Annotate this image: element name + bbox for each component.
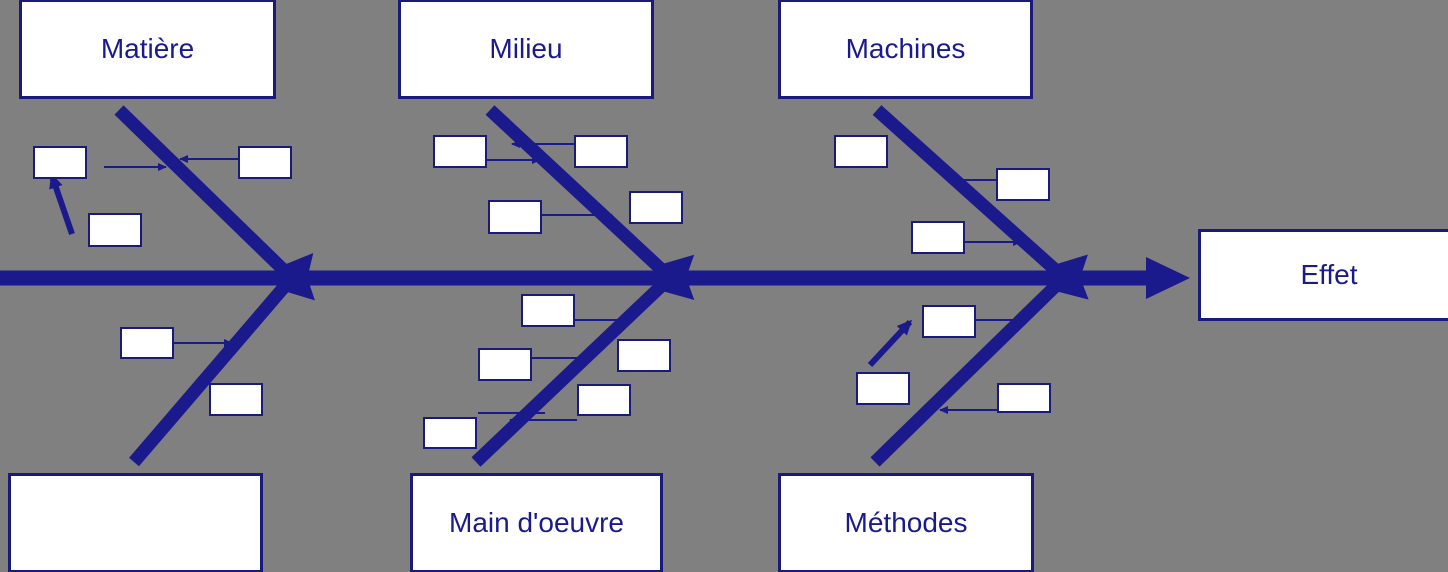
cause-2[interactable]	[238, 146, 292, 179]
branch-lines	[114, 105, 1089, 467]
cause-20[interactable]	[997, 383, 1051, 413]
cause-7[interactable]	[629, 191, 683, 224]
branch-milieu	[485, 105, 695, 301]
branch-main-doeuvre	[471, 254, 695, 467]
category-box-milieu[interactable]: Milieu	[398, 0, 654, 99]
conn-15	[867, 319, 913, 368]
category-box-main-doeuvre[interactable]: Main d'oeuvre	[410, 473, 663, 572]
cause-17[interactable]	[423, 417, 477, 449]
branch-matiere	[114, 105, 315, 301]
cause-5[interactable]	[574, 135, 628, 168]
cause-4[interactable]	[433, 135, 487, 168]
cause-13[interactable]	[521, 294, 575, 327]
category-label-main-doeuvre: Main d'oeuvre	[449, 507, 624, 538]
category-label-machines: Machines	[845, 33, 966, 64]
conn-3	[49, 173, 75, 235]
connector-lines	[49, 140, 1025, 424]
category-label-milieu: Milieu	[489, 33, 563, 64]
cause-12[interactable]	[209, 383, 263, 416]
branch-methodes	[870, 254, 1088, 467]
effect-label: Effet	[1300, 259, 1358, 290]
cause-14[interactable]	[478, 348, 532, 381]
cause-10[interactable]	[911, 221, 965, 254]
cause-9[interactable]	[996, 168, 1050, 201]
cause-6[interactable]	[488, 200, 542, 234]
cause-3[interactable]	[88, 213, 142, 247]
category-box-matiere[interactable]: Matière	[19, 0, 276, 99]
cause-16[interactable]	[577, 384, 631, 416]
category-label-matiere: Matière	[100, 33, 195, 64]
cause-19[interactable]	[856, 372, 910, 405]
cause-18[interactable]	[922, 305, 976, 338]
cause-8[interactable]	[834, 135, 888, 168]
effect-box[interactable]: Effet	[1198, 229, 1448, 321]
branch-machines	[872, 105, 1089, 300]
category-box-methodes[interactable]: Méthodes	[778, 473, 1034, 572]
category-label-methodes: Méthodes	[844, 507, 968, 538]
cause-1[interactable]	[33, 146, 87, 179]
category-box-empty[interactable]	[8, 473, 263, 572]
cause-15[interactable]	[617, 339, 671, 372]
branch-empty	[129, 253, 314, 467]
category-box-machines[interactable]: Machines	[778, 0, 1033, 99]
cause-11[interactable]	[120, 327, 174, 359]
